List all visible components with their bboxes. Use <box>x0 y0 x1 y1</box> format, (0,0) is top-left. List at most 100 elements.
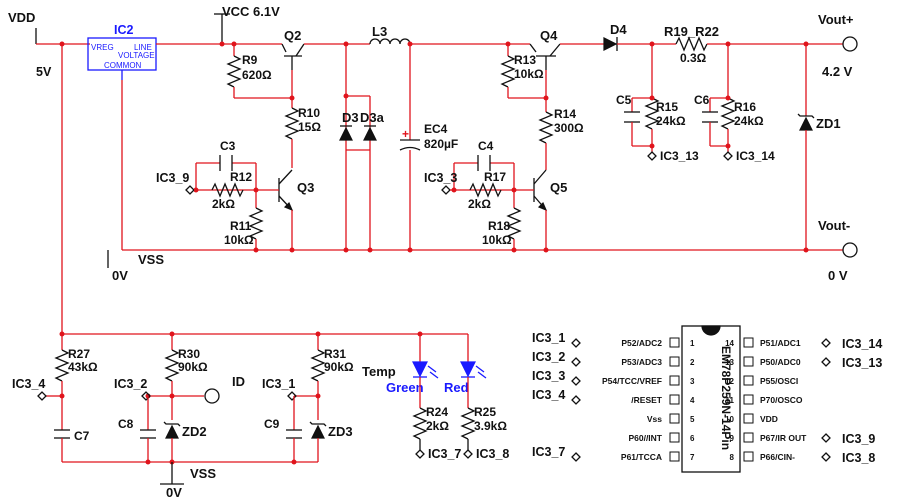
vout-plus-label: Vout+ <box>818 12 854 27</box>
mcu-pin-name: VDD <box>760 414 778 424</box>
ic2-common-pin: COMMON <box>104 61 142 70</box>
zd3-label: ZD3 <box>328 424 353 439</box>
mcu-pin-name: /RESET <box>631 395 663 405</box>
mcu-pin-number: 7 <box>690 453 695 462</box>
red-led-label: Red <box>444 380 469 395</box>
c4-label: C4 <box>478 139 494 153</box>
mcu-net-port <box>821 338 831 348</box>
l3-inductor: L3 <box>369 24 411 45</box>
vdd-voltage-label: 5V <box>36 65 52 79</box>
c5-label: C5 <box>616 93 632 107</box>
mcu-pin-number: 3 <box>690 377 695 386</box>
vout-plus-voltage: 4.2 V <box>822 64 853 79</box>
ic3-3-port <box>441 185 451 195</box>
ic3-13-label: IC3_13 <box>660 149 699 163</box>
r27-value: 43kΩ <box>68 360 98 374</box>
vout-minus-label: Vout- <box>818 218 850 233</box>
ic3-4-label: IC3_4 <box>12 377 45 391</box>
id-terminal <box>204 388 220 404</box>
q3-label: Q3 <box>297 180 314 195</box>
zd2-label: ZD2 <box>182 424 207 439</box>
zd1-zener: ZD1 <box>797 113 841 131</box>
r25-value: 3.9kΩ <box>474 419 507 433</box>
vss-bottom-label: VSS <box>190 466 216 481</box>
r11-value: 10kΩ <box>224 233 254 247</box>
d4-diode: D4 <box>603 22 627 51</box>
q4-transistor: Q4 <box>529 28 561 70</box>
mcu-net-label: IC3_3 <box>532 369 565 383</box>
vdd-label: VDD <box>8 10 35 25</box>
mcu-net-port <box>821 357 831 367</box>
mcu-pin-name: P67/IR OUT <box>760 433 807 443</box>
ic3-9-port <box>185 185 195 195</box>
ic3-8-port <box>463 449 473 459</box>
r9-value: 620Ω <box>242 68 272 82</box>
r13-resistor <box>500 55 516 88</box>
q2-transistor: Q2 <box>281 28 305 70</box>
q2-label: Q2 <box>284 28 301 43</box>
r9-label: R9 <box>242 53 258 67</box>
ic3-9-label: IC3_9 <box>156 171 189 185</box>
ic2-regulator: IC2 VREG LINE VOLTAGE COMMON <box>87 23 157 80</box>
mcu-pin-box <box>669 375 680 386</box>
r16-label: R16 <box>734 100 756 114</box>
vcc-label: VCC 6.1V <box>222 4 280 19</box>
r12-label: R12 <box>230 170 252 184</box>
d3a-label: D3a <box>360 110 385 125</box>
mcu-body <box>681 325 741 473</box>
r15-resistor <box>644 97 660 130</box>
q4-label: Q4 <box>540 28 558 43</box>
mcu-pin-number: 11 <box>726 396 735 405</box>
mcu-pin-number: 2 <box>690 358 695 367</box>
mcu-pin-number: 9 <box>730 434 735 443</box>
mcu-pin-number: 12 <box>725 377 734 386</box>
zero-v-top-label: 0V <box>112 268 128 283</box>
r14-resistor <box>538 111 554 144</box>
r19-r22-resistor <box>675 36 708 52</box>
mcu-net-port <box>571 357 581 367</box>
mcu-pin-number: 14 <box>725 339 734 348</box>
ic3-3-label: IC3_3 <box>424 171 457 185</box>
r18-resistor <box>506 207 522 240</box>
mcu-net-label: IC3_4 <box>532 388 565 402</box>
ec4-value: 820µF <box>424 137 458 151</box>
r16-resistor <box>720 97 736 130</box>
r15-value: 24kΩ <box>656 114 686 128</box>
r10-label: R10 <box>298 106 320 120</box>
svg-text:+: + <box>402 127 409 141</box>
ic3-1-port <box>287 391 297 401</box>
ic3-2-label: IC3_2 <box>114 377 147 391</box>
r18-label: R18 <box>488 219 510 233</box>
vout-minus-terminal <box>842 242 858 258</box>
r27-label: R27 <box>68 347 90 361</box>
mcu-pin-box <box>669 394 680 405</box>
mcu-pin-box <box>743 375 754 386</box>
temp-label: Temp <box>362 364 396 379</box>
r12-resistor <box>211 182 244 198</box>
mcu-ic3: EM78P259N-14Pin 1P52/ADC2IC3_12P53/ADC3I… <box>532 325 882 473</box>
mcu-pin-name: P53/ADC3 <box>621 357 662 367</box>
mcu-net-label: IC3_14 <box>842 337 882 351</box>
mcu-pin-name: Vss <box>647 414 662 424</box>
r11-resistor <box>248 207 264 240</box>
r19-r22-value: 0.3Ω <box>680 51 707 65</box>
ic2-voltage-text: VOLTAGE <box>118 51 155 60</box>
r12-value: 2kΩ <box>212 197 235 211</box>
d3-label: D3 <box>342 110 359 125</box>
mcu-net-port <box>571 395 581 405</box>
c3-label: C3 <box>220 139 236 153</box>
r13-value: 10kΩ <box>514 67 544 81</box>
ic3-8-label: IC3_8 <box>476 447 509 461</box>
ic3-14-label: IC3_14 <box>736 149 775 163</box>
q5-transistor: Q5 <box>533 169 567 212</box>
mcu-pin-box <box>669 432 680 443</box>
mcu-pin-box <box>743 451 754 462</box>
r14-value: 300Ω <box>554 121 584 135</box>
mcu-net-label: IC3_9 <box>842 432 875 446</box>
d4-label: D4 <box>610 22 627 37</box>
r24-resistor <box>412 407 428 440</box>
r31-value: 90kΩ <box>324 360 354 374</box>
mcu-part-label: EM78P259N-14Pin <box>719 346 733 450</box>
mcu-pin-number: 10 <box>725 415 734 424</box>
mcu-pin-name: P70/OSCO <box>760 395 803 405</box>
